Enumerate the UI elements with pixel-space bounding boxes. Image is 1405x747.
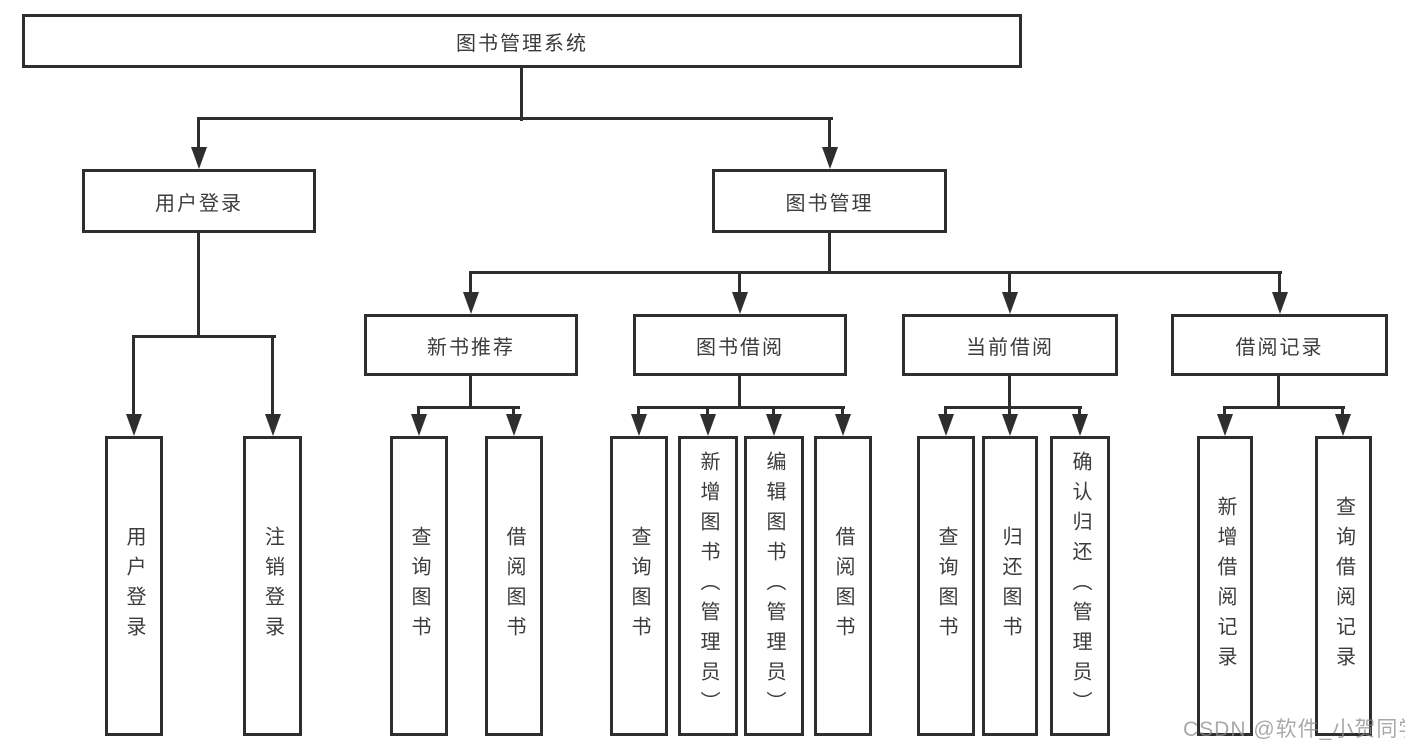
leaf-add-books-admin-label: 新增图书（管理员）	[697, 451, 719, 721]
arrow-down-icon	[1217, 414, 1233, 436]
leaf-query-books-current: 查询图书	[917, 436, 975, 736]
leaf-borrow-books: 借阅图书	[814, 436, 872, 736]
leaf-query-books-borrow-label: 查询图书	[628, 526, 650, 646]
connector-current-borrow-stem	[1008, 376, 1011, 408]
connector-borrow-records-rail	[1223, 406, 1345, 409]
connector-root-stem	[520, 68, 523, 121]
connector-book-borrow-stem	[738, 376, 741, 408]
leaf-logout-label: 注销登录	[261, 526, 284, 646]
node-user-login-branch-label: 用户登录	[155, 192, 243, 215]
arrow-down-icon	[938, 414, 954, 436]
arrow-down-icon	[463, 292, 479, 314]
arrow-down-icon	[1002, 414, 1018, 436]
leaf-borrow-books-recommend: 借阅图书	[485, 436, 543, 736]
arrow-down-icon	[822, 147, 838, 169]
leaf-edit-books-admin: 编辑图书（管理员）	[744, 436, 804, 736]
connector-drop-user-login	[197, 117, 200, 150]
arrow-down-icon	[191, 147, 207, 169]
leaf-confirm-return-admin: 确认归还（管理员）	[1050, 436, 1110, 736]
connector-current-borrow-rail	[944, 406, 1082, 409]
leaf-borrow-books-recommend-label: 借阅图书	[503, 526, 525, 646]
leaf-query-books-recommend-label: 查询图书	[408, 526, 430, 646]
arrow-down-icon	[1272, 292, 1288, 314]
connector-drop	[512, 406, 515, 418]
leaf-query-borrow-record: 查询借阅记录	[1315, 436, 1372, 736]
arrow-down-icon	[631, 414, 647, 436]
leaf-add-books-admin: 新增图书（管理员）	[678, 436, 738, 736]
arrow-down-icon	[506, 414, 522, 436]
connector-drop-book-mgmt	[828, 117, 831, 150]
connector-user-login-rail	[132, 335, 276, 338]
connector-drop-borrow-records	[1278, 271, 1281, 296]
connector-drop	[637, 406, 640, 418]
connector-root-rail	[197, 117, 833, 120]
node-user-login-branch: 用户登录	[82, 169, 316, 233]
leaf-logout: 注销登录	[243, 436, 302, 736]
leaf-user-login-label: 用户登录	[123, 526, 145, 646]
leaf-query-books-borrow: 查询图书	[610, 436, 668, 736]
node-library-system: 图书管理系统	[22, 14, 1022, 68]
connector-drop	[1008, 406, 1011, 418]
arrow-down-icon	[732, 292, 748, 314]
leaf-query-books-current-label: 查询图书	[935, 526, 957, 646]
connector-drop-book-borrow	[738, 271, 741, 296]
leaf-add-borrow-record-label: 新增借阅记录	[1214, 496, 1236, 676]
arrow-down-icon	[1335, 414, 1351, 436]
leaf-user-login: 用户登录	[105, 436, 163, 736]
node-new-book-recommend: 新书推荐	[364, 314, 578, 376]
csdn-watermark: CSDN @软件_小贺同学	[1183, 718, 1405, 741]
leaf-query-borrow-record-label: 查询借阅记录	[1332, 496, 1355, 676]
connector-book-mgmt-rail	[469, 271, 1282, 274]
connector-drop	[944, 406, 947, 418]
leaf-confirm-return-admin-label: 确认归还（管理员）	[1069, 451, 1091, 721]
arrow-down-icon	[1072, 414, 1088, 436]
connector-drop	[706, 406, 709, 418]
connector-drop-new-book	[469, 271, 472, 296]
arrow-down-icon	[1002, 292, 1018, 314]
connector-drop-current-borrow	[1008, 271, 1011, 296]
node-book-borrow-label: 图书借阅	[696, 336, 784, 359]
node-library-system-label: 图书管理系统	[456, 32, 588, 55]
node-book-management: 图书管理	[712, 169, 947, 233]
connector-drop	[1078, 406, 1081, 418]
arrow-down-icon	[265, 414, 281, 436]
arrow-down-icon	[411, 414, 427, 436]
arrow-down-icon	[700, 414, 716, 436]
node-book-management-label: 图书管理	[785, 192, 874, 215]
arrow-down-icon	[766, 414, 782, 436]
leaf-query-books-recommend: 查询图书	[390, 436, 448, 736]
leaf-borrow-books-label: 借阅图书	[832, 526, 854, 646]
connector-drop-leaf-logout	[271, 335, 274, 416]
node-current-borrow-label: 当前借阅	[966, 336, 1054, 359]
node-borrow-records: 借阅记录	[1171, 314, 1388, 376]
node-current-borrow: 当前借阅	[902, 314, 1118, 376]
arrow-down-icon	[126, 414, 142, 436]
node-book-borrow: 图书借阅	[633, 314, 847, 376]
leaf-return-books-label: 归还图书	[999, 526, 1021, 646]
connector-borrow-records-stem	[1277, 376, 1280, 408]
connector-drop	[1223, 406, 1226, 418]
connector-drop	[841, 406, 844, 418]
connector-new-book-stem	[469, 376, 472, 408]
connector-drop	[1341, 406, 1344, 418]
connector-drop	[417, 406, 420, 418]
connector-book-borrow-rail	[637, 406, 845, 409]
node-new-book-recommend-label: 新书推荐	[427, 336, 515, 359]
leaf-edit-books-admin-label: 编辑图书（管理员）	[763, 451, 785, 721]
connector-drop	[772, 406, 775, 418]
connector-book-mgmt-stem	[828, 233, 831, 274]
node-borrow-records-label: 借阅记录	[1235, 336, 1324, 359]
leaf-return-books: 归还图书	[982, 436, 1038, 736]
connector-drop-leaf-user-login	[132, 335, 135, 416]
leaf-add-borrow-record: 新增借阅记录	[1197, 436, 1253, 736]
connector-new-book-rail	[417, 406, 520, 409]
arrow-down-icon	[835, 414, 851, 436]
connector-user-login-stem	[197, 233, 200, 338]
